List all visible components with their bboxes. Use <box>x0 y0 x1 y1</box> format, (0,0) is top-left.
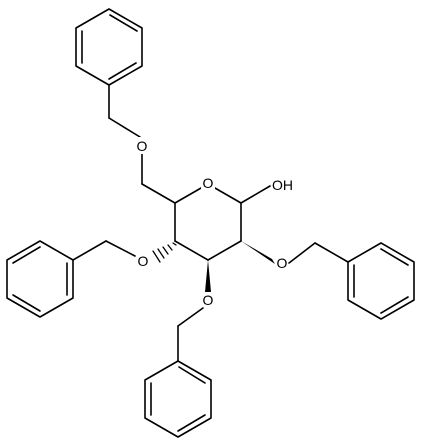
ch2-oxygen-bond <box>108 117 141 138</box>
aromatic-bond <box>109 14 138 32</box>
benzyl-ch2-bond <box>72 240 107 261</box>
c3-c4-bond <box>174 240 209 261</box>
aromatic-bond <box>178 366 206 384</box>
c4-hashed-bond <box>152 242 177 263</box>
anomeric-hydroxyl-label: OH <box>272 177 293 193</box>
c2-ether-oxygen-label: O <box>277 255 288 271</box>
benzyl-group-c2 <box>288 242 415 320</box>
c3-ether-oxygen-label: O <box>203 292 214 308</box>
ring-oxygen-label: O <box>203 175 214 191</box>
c1-hydroxyl-bond <box>240 185 271 204</box>
pyranose-ring <box>174 183 242 261</box>
aromatic-bond <box>108 62 137 80</box>
aromatic-bond <box>380 296 409 314</box>
phenyl-ring-right <box>347 242 415 320</box>
c2-c3-bond <box>207 240 242 261</box>
benzyl-group-c4 <box>6 240 136 318</box>
aromatic-bond <box>177 414 206 432</box>
c4-ether-oxygen-label: O <box>138 253 149 269</box>
benzyl-group-c3 <box>144 307 212 438</box>
c6-ether-oxygen-label: O <box>137 138 148 154</box>
aromatic-bond <box>12 246 41 264</box>
oxygen-ch2-bond <box>105 240 136 257</box>
c2-wedge-bond <box>241 241 275 264</box>
aromatic-bond <box>12 294 41 312</box>
oxygen-ch2-bond <box>177 307 204 327</box>
phenyl-ring-left <box>6 240 74 318</box>
oxygen-ch2-bond <box>288 242 316 264</box>
c3-wedge-bond <box>205 260 211 292</box>
benzyl-ch2-bond <box>314 242 349 263</box>
c6-c5-bond <box>141 183 176 204</box>
benzyl-group-c6 <box>75 8 143 138</box>
phenyl-ring-top <box>75 8 143 86</box>
aromatic-bond <box>380 248 409 266</box>
phenyl-ring-bottom <box>144 360 212 438</box>
